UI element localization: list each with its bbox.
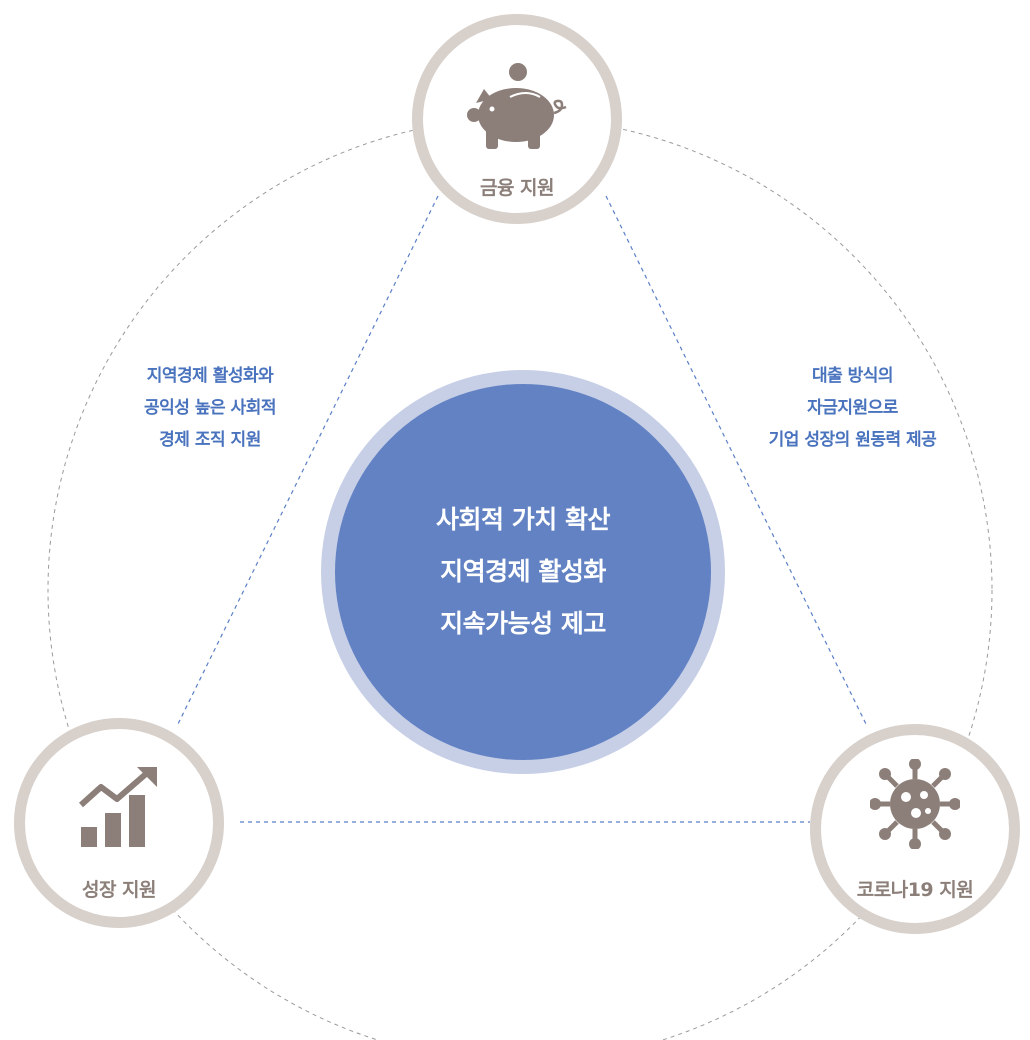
outer-dashed-circle [47,117,993,1040]
piggy-bank-icon [467,63,567,149]
growth-description: 지역경제 활성화와 공익성 높은 사회적 경제 조직 지원 [100,360,320,456]
growth-support-label: 성장 지원 [81,879,157,901]
description-line: 기업 성장의 원동력 제공 [768,430,937,450]
center-goal-line: 지속가능성 제고 [440,609,606,638]
finance-support-label: 금융 지원 [479,177,555,199]
description-line: 자금지원으로 [807,398,898,418]
description-line: 지역경제 활성화와 [146,366,274,386]
center-goal-inner: 사회적 가치 확산 지역경제 활성화 지속가능성 제고 [335,384,711,760]
center-goal-line: 사회적 가치 확산 [436,505,610,534]
description-line: 대출 방식의 [811,366,894,386]
center-goal-line: 지역경제 활성화 [440,557,606,586]
connector-finance-corona [605,195,867,725]
growth-chart-icon [78,767,157,847]
finance-description: 대출 방식의 자금지원으로 기업 성장의 원동력 제공 [735,360,970,456]
finance-support-node: 금융 지원 [412,14,622,224]
center-goal-circle: 사회적 가치 확산 지역경제 활성화 지속가능성 제고 [321,370,725,774]
growth-support-node: 성장 지원 [14,718,224,928]
virus-icon [870,759,960,849]
description-line: 경제 조직 지원 [159,430,261,450]
description-line: 공익성 높은 사회적 [144,398,276,418]
corona-support-node: 코로나19 지원 [810,724,1020,934]
corona-support-label: 코로나19 지원 [856,879,974,901]
connector-finance-growth [177,195,439,725]
